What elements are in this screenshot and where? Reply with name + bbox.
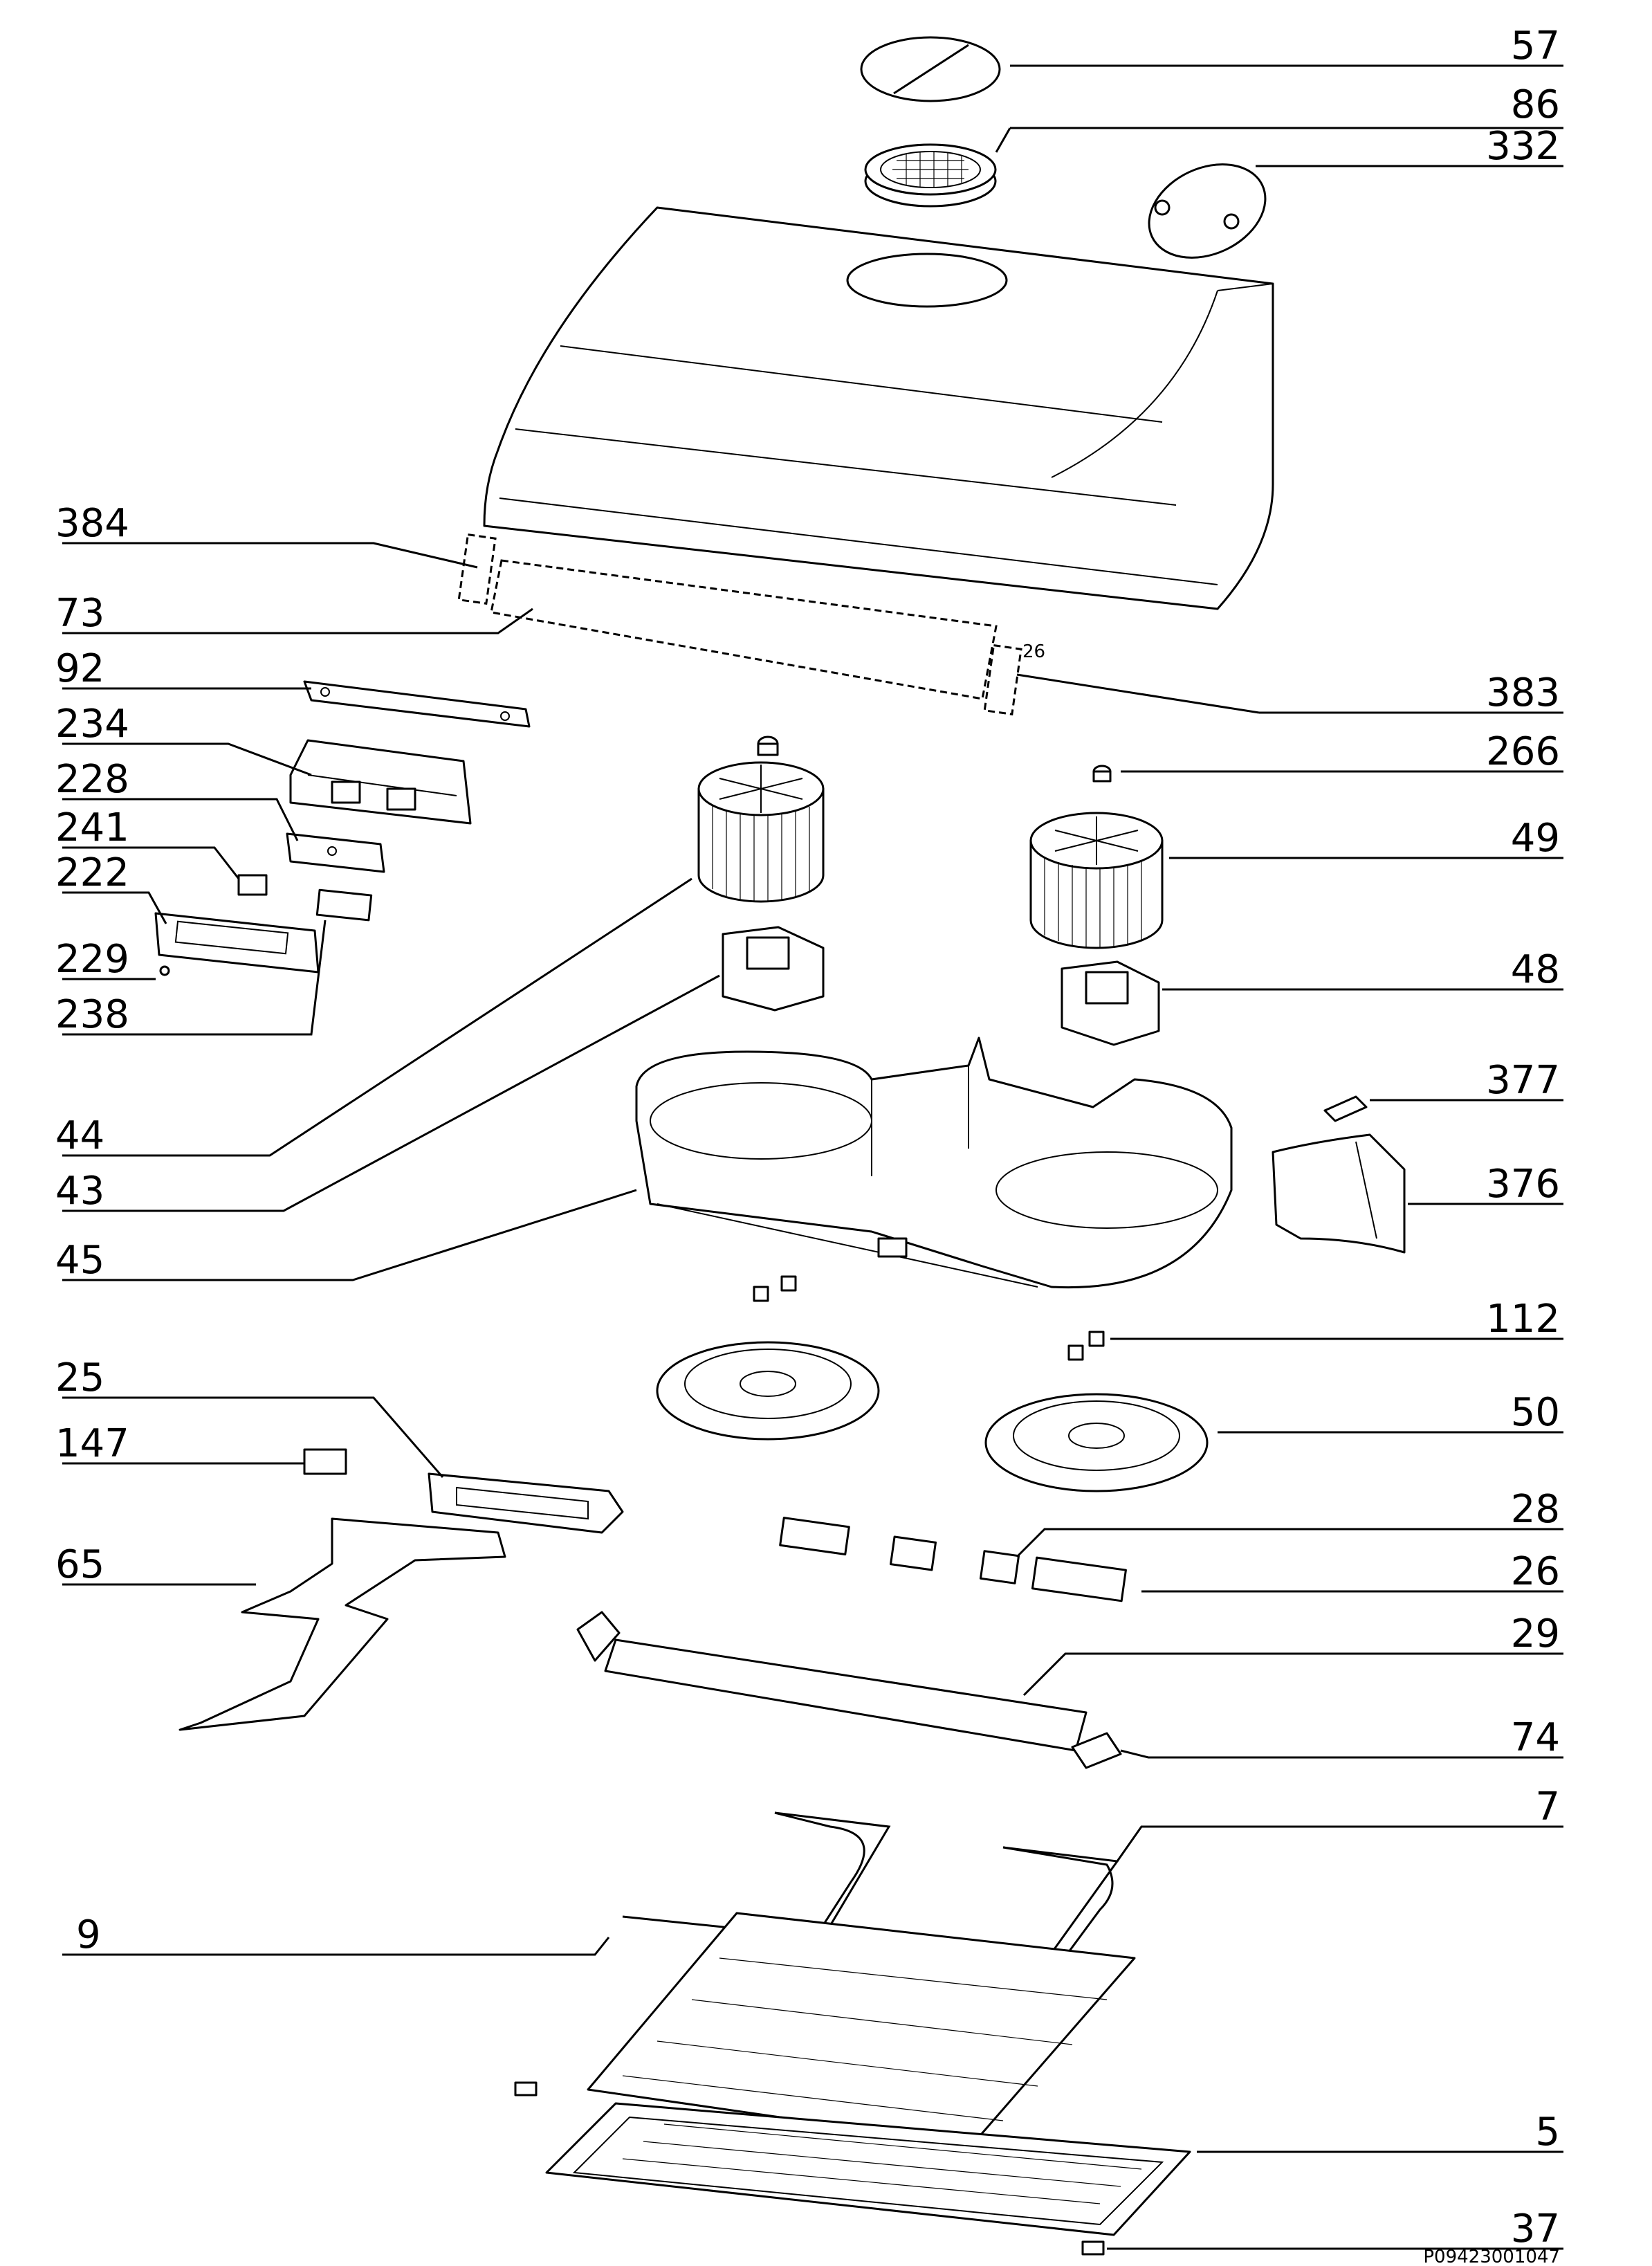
- callout-25: 25: [55, 1355, 104, 1400]
- callout-45: 45: [55, 1238, 104, 1283]
- part-44-filter: [697, 735, 825, 903]
- part-376-duct: [1272, 1133, 1406, 1254]
- callout-86: 86: [1511, 82, 1560, 127]
- part-26-lampholder: [1031, 1556, 1127, 1602]
- callout-49: 49: [1511, 816, 1560, 861]
- callout-65: 65: [55, 1542, 104, 1587]
- callout-29: 29: [1511, 1611, 1560, 1656]
- part-hood-body: [483, 206, 1274, 610]
- callout-43: 43: [55, 1169, 104, 1214]
- part-57-cover: [860, 36, 1001, 102]
- part-112-nuts: [753, 1275, 1105, 1361]
- part-86-grille: [864, 143, 997, 208]
- part-7-spring: [622, 1811, 1119, 2070]
- callout-384: 384: [55, 501, 129, 546]
- part-74-clip: [1071, 1732, 1122, 1769]
- part-238-switch-block: [315, 888, 373, 922]
- part-65-bracket: [178, 1517, 506, 1731]
- part-25-frame: [428, 1472, 624, 1534]
- callout-228: 228: [55, 757, 129, 802]
- part-73-strip: [490, 559, 998, 700]
- callout-57: 57: [1511, 24, 1560, 68]
- callout-5: 5: [1535, 2110, 1560, 2155]
- part-234-housing: [289, 739, 472, 825]
- callout-241: 241: [55, 805, 129, 850]
- leader-lines: [62, 64, 1563, 2250]
- part-266-cap: [1092, 765, 1112, 783]
- part-332-plate: [1148, 163, 1267, 259]
- part-50-fan: [656, 1341, 1209, 1492]
- part-229-screw: [159, 965, 170, 976]
- part-241-knob: [237, 874, 268, 896]
- part-49-filter: [1029, 812, 1164, 949]
- callout-376: 376: [1486, 1162, 1560, 1207]
- callout-332: 332: [1486, 124, 1560, 169]
- callout-234: 234: [55, 702, 129, 747]
- part-228-switch: [286, 832, 385, 873]
- part-28-lampholder: [779, 1517, 1020, 1584]
- part-5-tray: [514, 2081, 1191, 2236]
- part-43-motor: [722, 926, 825, 1012]
- part-147-terminal: [303, 1448, 347, 1475]
- part-384-bracket: [457, 533, 497, 605]
- callout-37: 37: [1511, 2206, 1560, 2251]
- callout-147: 147: [55, 1421, 129, 1466]
- callout-9: 9: [76, 1912, 101, 1957]
- svg-text:26: 26: [1022, 641, 1045, 662]
- callout-48: 48: [1511, 947, 1560, 992]
- callout-73: 73: [55, 591, 104, 636]
- callout-50: 50: [1511, 1390, 1560, 1435]
- callout-74: 74: [1511, 1715, 1560, 1760]
- callout-383: 383: [1486, 670, 1560, 715]
- part-383-bracket: 26: [983, 641, 1045, 715]
- part-45-housing: [635, 1036, 1233, 1289]
- part-48-motor: [1061, 960, 1160, 1046]
- part-92-plate: [303, 680, 531, 728]
- callout-229: 229: [55, 937, 129, 982]
- part-29-panel: [576, 1611, 1087, 1752]
- part-377-clip: [1323, 1095, 1368, 1122]
- part-222-panel: [154, 912, 320, 974]
- callout-44: 44: [55, 1113, 104, 1158]
- callout-92: 92: [55, 646, 104, 691]
- part-37-clip: [1081, 2240, 1105, 2256]
- callout-377: 377: [1486, 1058, 1560, 1103]
- callout-238: 238: [55, 992, 129, 1037]
- callout-266: 266: [1486, 729, 1560, 774]
- callout-labels: 57 86 332 384 73 92 383 234 266 228 241 …: [55, 24, 1560, 2266]
- callout-222: 222: [55, 850, 129, 895]
- callout-112: 112: [1486, 1297, 1560, 1342]
- document-code: P09423001047: [1423, 2247, 1560, 2266]
- callout-26: 26: [1511, 1549, 1560, 1594]
- callout-7: 7: [1535, 1784, 1560, 1829]
- callout-28: 28: [1511, 1487, 1560, 1532]
